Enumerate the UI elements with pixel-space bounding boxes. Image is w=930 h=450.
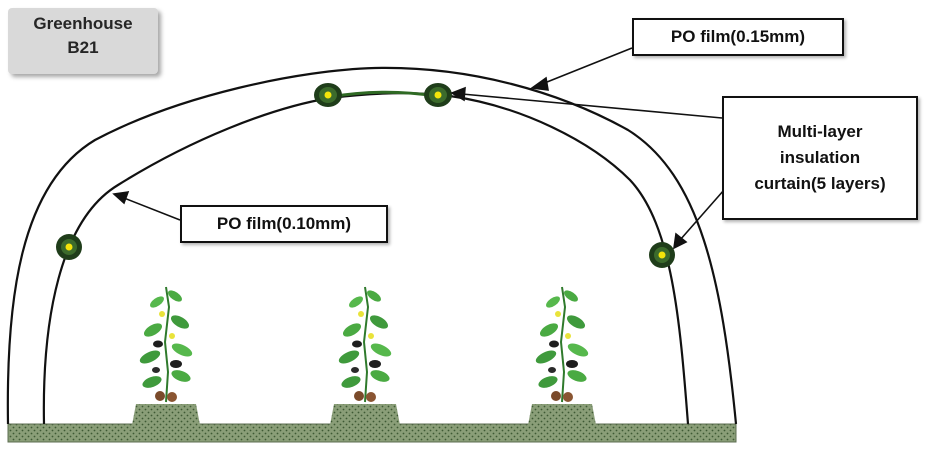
curtain-label: Multi-layer insulation curtain(5 layers) [722,96,918,220]
inner-film-label: PO film(0.10mm) [180,205,388,243]
soil-bed-1 [132,404,200,425]
curtain-label-line2: insulation [779,148,861,167]
ground-strip [7,423,737,443]
curtain-label-line3: curtain(5 layers) [754,174,886,193]
outer-film-arch [6,66,738,425]
curtain-roll-icon [649,242,675,268]
curtain-roll-icon [56,234,82,260]
plant-icon [136,286,196,403]
greenhouse-tag-line2: B21 [67,38,99,57]
curtain-roll-icon [314,83,342,107]
greenhouse-tag: Greenhouse B21 [8,8,158,74]
greenhouse-tag-line1: Greenhouse [33,14,133,33]
outer-film-label: PO film(0.15mm) [632,18,844,56]
outer-film-label-text: PO film(0.15mm) [670,27,806,46]
curtain-label-line1: Multi-layer [777,122,863,141]
curtain-roll-icon [424,83,452,107]
soil-bed-3 [528,404,596,425]
soil-bed-2 [330,404,400,425]
callout-arrows [112,47,725,250]
inner-film-label-text: PO film(0.10mm) [216,214,352,233]
plant-icon [532,286,592,403]
plant-icon [335,286,395,403]
